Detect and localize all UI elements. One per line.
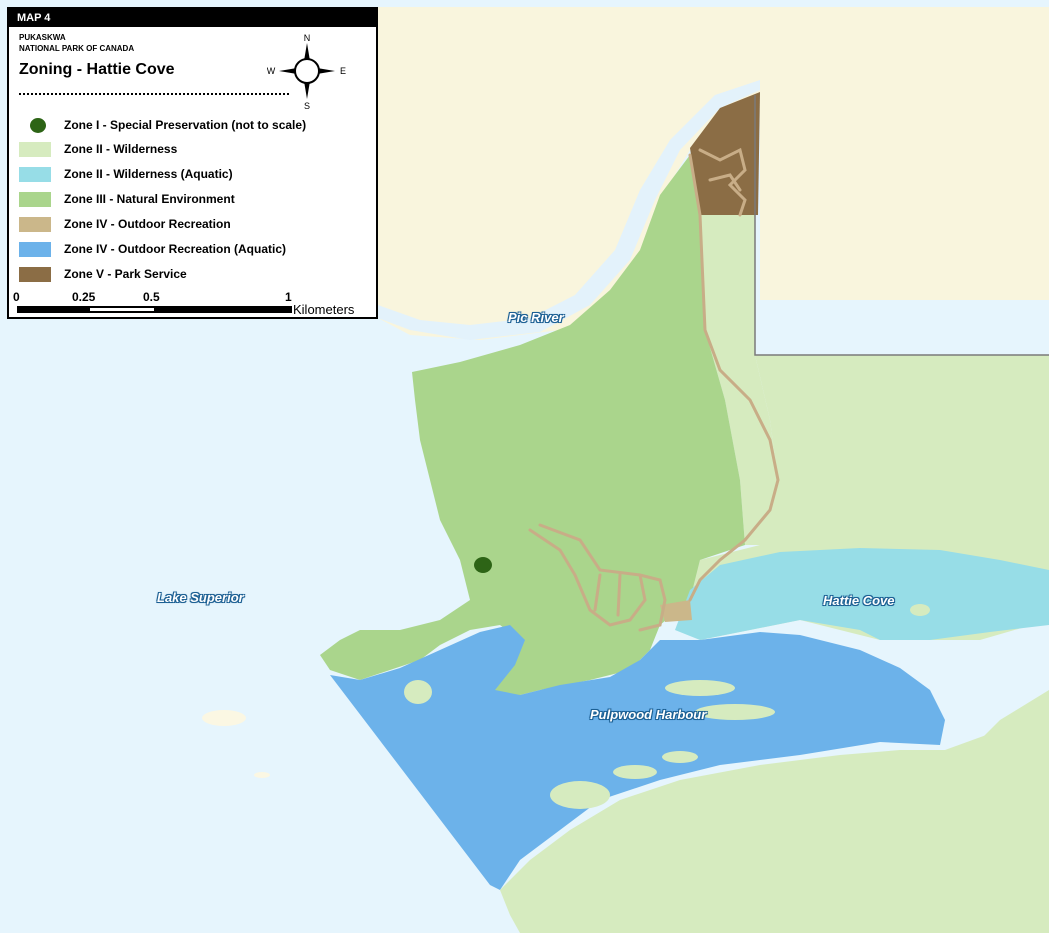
zone-v-park-service: [690, 92, 760, 215]
legend-swatch: [30, 118, 46, 133]
scale-tick-0-25: 0.25: [72, 290, 96, 304]
island: [665, 680, 735, 696]
label-pic-river: Pic River: [508, 310, 564, 325]
park-name-line-2: NATIONAL PARK OF CANADA: [19, 44, 135, 53]
zone-i-special-preservation-marker: [474, 557, 492, 573]
legend-swatch: [19, 267, 51, 282]
compass-rose-icon: N S W E: [267, 33, 346, 111]
legend-swatch: [19, 167, 51, 182]
island: [202, 710, 246, 726]
legend-swatch: [19, 192, 51, 207]
trail-network: [528, 147, 780, 632]
legend-label: Zone I - Special Preservation (not to sc…: [64, 118, 307, 132]
scale-tick-1: 1: [285, 290, 292, 304]
legend-label: Zone II - Wilderness: [64, 142, 178, 156]
scale-tick-0-5: 0.5: [143, 290, 160, 304]
land-outside-park: [378, 7, 1049, 340]
scale-bar: [17, 306, 292, 313]
compass-s: S: [304, 101, 310, 111]
island: [550, 781, 610, 809]
island: [662, 751, 698, 763]
compass-n: N: [304, 33, 311, 43]
pic-river-zone: [378, 80, 760, 340]
zone-ii-wilderness-south: [500, 710, 1049, 933]
legend-label: Zone IV - Outdoor Recreation (Aquatic): [64, 242, 287, 256]
legend-label: Zone IV - Outdoor Recreation: [64, 217, 231, 231]
island: [404, 680, 432, 704]
island: [695, 704, 775, 720]
park-name-line-1: PUKASKWA: [19, 33, 66, 42]
scale-tick-0: 0: [13, 290, 20, 304]
label-hattie-cove: Hattie Cove: [823, 593, 895, 608]
island: [254, 772, 270, 778]
compass-w: W: [267, 66, 276, 76]
compass-e: E: [340, 66, 346, 76]
legend-label: Zone II - Wilderness (Aquatic): [64, 167, 233, 181]
island: [910, 604, 930, 616]
legend-label: Zone V - Park Service: [64, 267, 187, 281]
label-pulpwood-harbour: Pulpwood Harbour: [590, 707, 707, 722]
zone-ii-wilderness-north: [700, 215, 778, 545]
zone-iv-outdoor-recreation: [660, 600, 692, 622]
zone-iv-outdoor-recreation-aquatic: [330, 625, 945, 890]
legend-label: Zone III - Natural Environment: [64, 192, 235, 206]
legend-swatch: [19, 142, 51, 157]
zone-ii-wilderness-aquatic: [675, 548, 1049, 640]
legend-swatch: [19, 217, 51, 232]
map-number: MAP 4: [9, 9, 378, 27]
legend-swatch: [19, 242, 51, 257]
scale-unit: Kilometers: [293, 302, 355, 317]
park-boundary: [754, 95, 1049, 356]
legend-panel: MAP 4 PUKASKWA NATIONAL PARK OF CANADA Z…: [7, 7, 378, 319]
scale-bar-group: 0 0.25 0.5 1 Kilometers: [9, 289, 376, 317]
zone-iii-natural-environment: [320, 155, 745, 700]
island: [613, 765, 657, 779]
title-divider: [19, 93, 289, 95]
map-title: Zoning - Hattie Cove: [19, 61, 175, 78]
label-lake-superior: Lake Superior: [157, 590, 244, 605]
